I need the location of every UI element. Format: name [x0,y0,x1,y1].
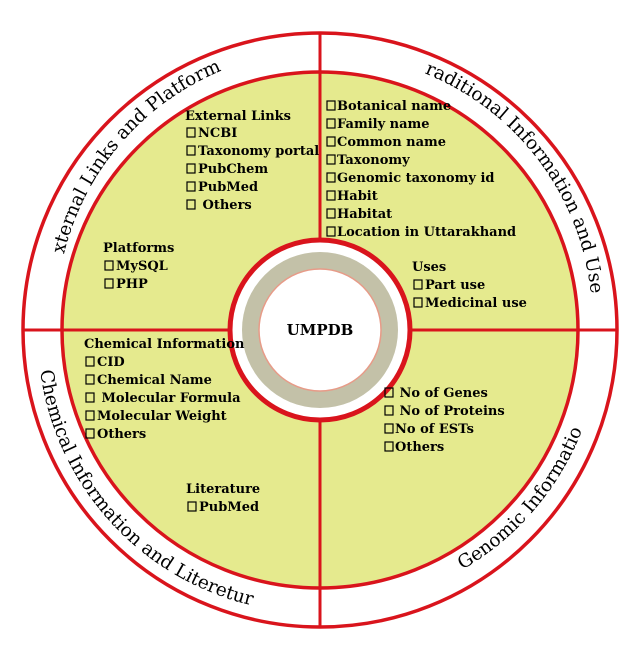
checkbox-icon [384,405,394,416]
checkbox-icon [326,208,336,219]
checkbox-icon [187,501,197,512]
list-item: Botanical name [337,99,451,114]
checkbox-icon [384,387,394,398]
checkbox-icon [326,136,336,147]
list-uses: Part use Medicinal use [413,278,527,311]
list-item: Taxonomy [337,153,410,168]
heading-uses: Uses [412,260,446,275]
checkbox-icon [413,279,423,290]
list-item: No of ESTs [395,422,474,437]
checkbox-icon [326,118,336,129]
heading-chemical-information: Chemical Information [84,337,245,352]
list-literature: PubMed [187,500,259,515]
list-genomic-information: No of Genes No of Proteins No of ESTs Ot… [384,386,505,455]
list-item: PubMed [198,180,258,195]
checkbox-icon [186,127,196,138]
list-item: Habitat [337,207,392,222]
list-item: PubChem [198,162,268,177]
center-label: UMPDB [287,321,354,339]
checkbox-icon [85,410,95,421]
list-item: MySQL [116,259,168,274]
list-item: Molecular Weight [97,409,227,424]
list-item: Others [395,440,444,455]
list-item: Molecular Formula [97,391,241,406]
checkbox-icon [384,441,394,452]
list-item: CID [97,355,125,370]
list-item: No of Genes [395,386,488,401]
checkbox-icon [326,190,336,201]
checkbox-icon [85,374,95,385]
checkbox-icon [326,226,336,237]
checkbox-icon [104,278,114,289]
checkbox-icon [186,163,196,174]
checkbox-icon [85,428,95,439]
list-item: PubMed [199,500,259,515]
list-item: Part use [425,278,485,293]
list-item: Medicinal use [425,296,527,311]
checkbox-icon [104,260,114,271]
list-item: Common name [337,135,446,150]
list-item: Genomic taxonomy id [337,171,494,186]
checkbox-icon [326,172,336,183]
checkbox-icon [413,297,423,308]
list-item: Others [97,427,146,442]
list-traditional-information: Botanical name Family name Common name T… [326,99,516,240]
heading-external-links: External Links [185,109,291,124]
checkbox-icon [85,356,95,367]
list-item: Taxonomy portal [198,144,319,159]
list-item: Location in Uttarakhand [337,225,516,240]
checkbox-icon [186,199,196,210]
checkbox-icon [384,423,394,434]
heading-platforms: Platforms [103,241,174,256]
list-item: Chemical Name [97,373,212,388]
checkbox-icon [186,181,196,192]
list-external-links: NCBI Taxonomy portal PubChem PubMed Othe… [186,126,319,213]
list-item: Family name [337,117,430,132]
list-platforms: MySQL PHP [104,259,168,292]
list-item: Habit [337,189,378,204]
list-item: NCBI [198,126,237,141]
checkbox-icon [186,145,196,156]
checkbox-icon [326,100,336,111]
list-item: PHP [116,277,148,292]
checkbox-icon [85,392,95,403]
checkbox-icon [326,154,336,165]
list-item: Others [198,198,252,213]
list-item: No of Proteins [395,404,505,419]
center-hub-inner [258,268,382,392]
list-chemical-information: CID Chemical Name Molecular Formula Mole… [85,355,241,442]
heading-literature: Literature [186,482,260,497]
